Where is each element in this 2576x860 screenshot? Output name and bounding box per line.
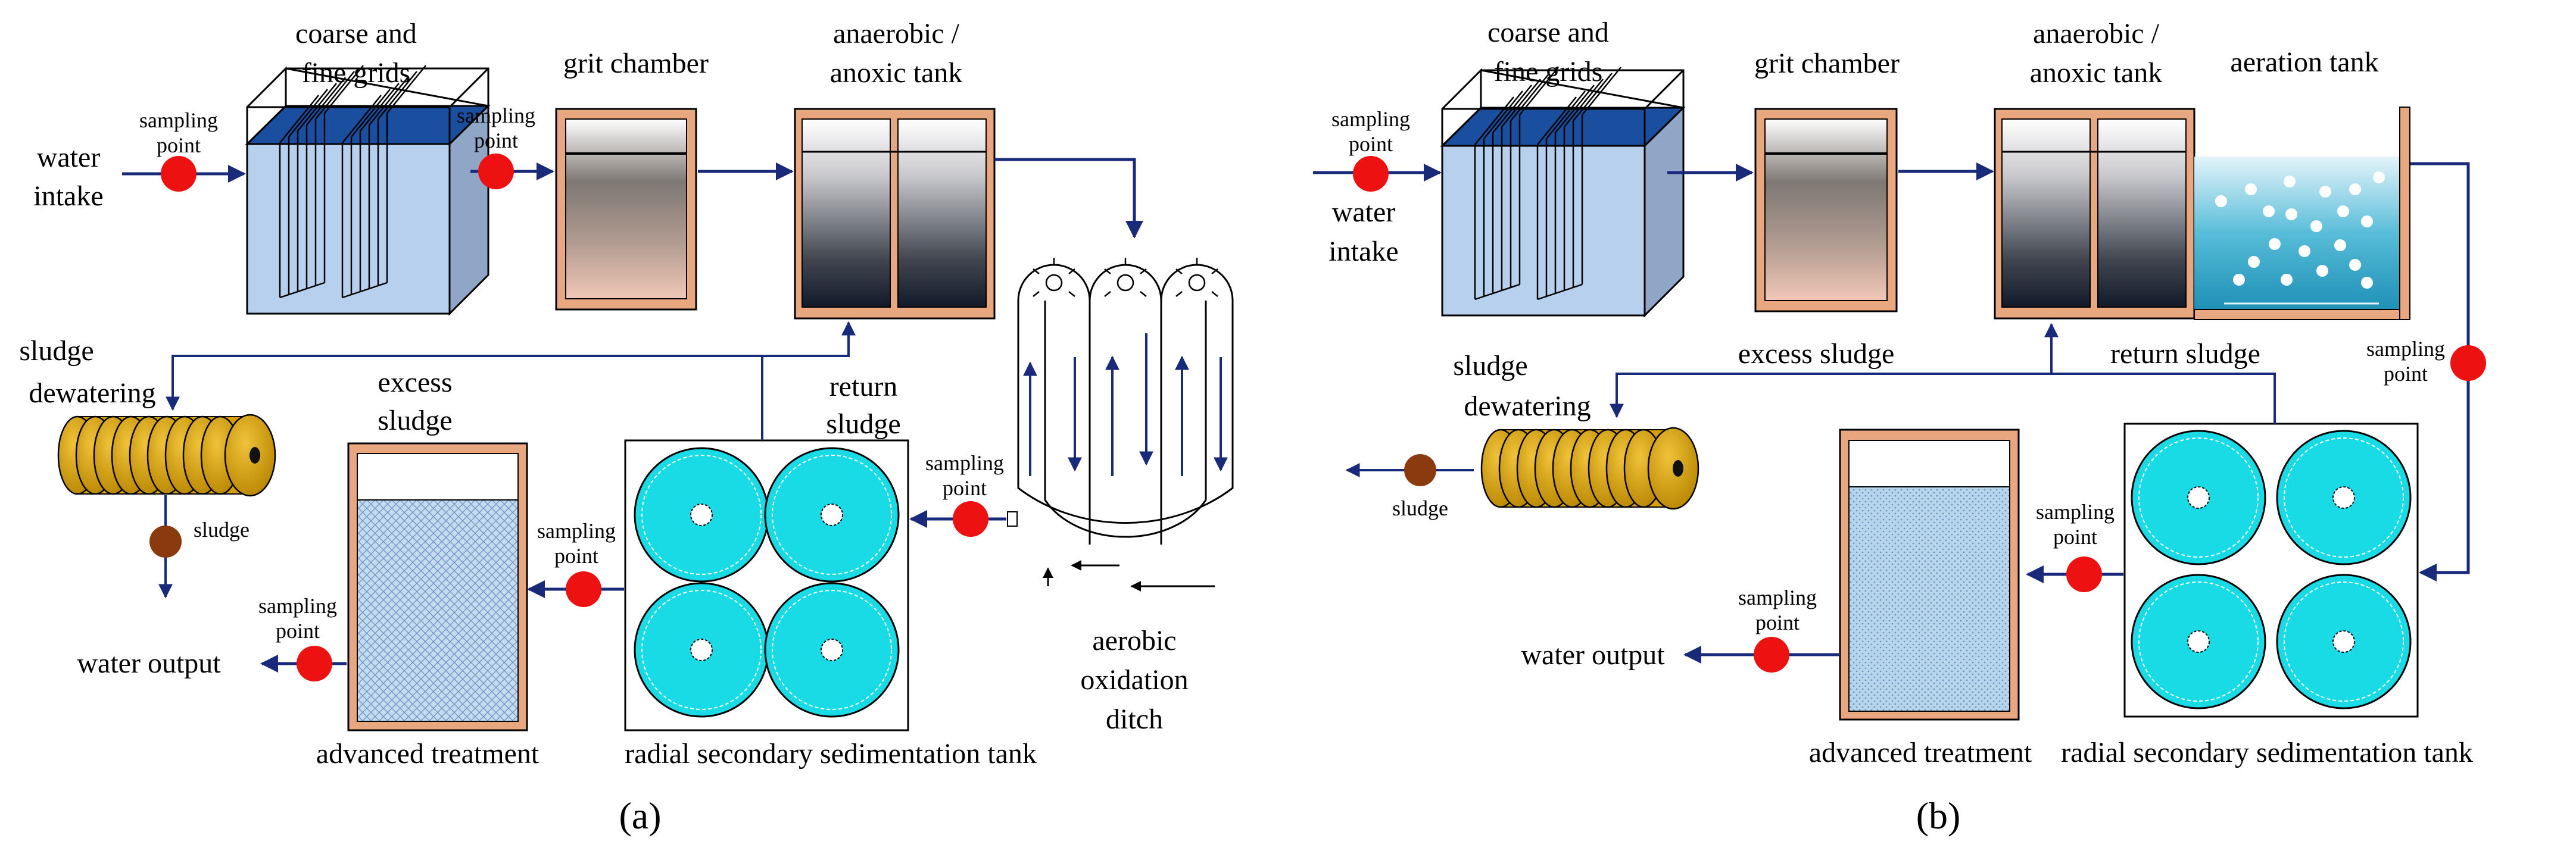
sludge-label: sludge <box>194 518 250 542</box>
ditch-flow-arrows <box>1023 333 1228 592</box>
sludge-output-dot <box>1404 454 1436 486</box>
water-intake-label: intake <box>33 180 103 212</box>
sludge-dewatering-label: dewatering <box>1464 390 1590 422</box>
sludge-dewatering-label: dewatering <box>29 377 155 409</box>
sampling-point-label: point <box>276 619 320 643</box>
excess-sludge-line <box>1610 373 2051 418</box>
sampling-point-label: sampling <box>925 451 1004 475</box>
sampling-point-marker <box>2450 345 2486 381</box>
sampling-point-marker <box>297 646 332 681</box>
clarifier-circles <box>634 447 900 718</box>
sampling-point-label: point <box>554 544 598 568</box>
sampling-point-marker <box>478 154 514 189</box>
excess-sludge-label: excess <box>378 367 452 398</box>
grids-label: fine grids <box>1494 56 1603 87</box>
sampling-point-label: sampling <box>1738 586 1817 609</box>
return-sludge-label: return sludge <box>2110 338 2260 370</box>
panel-a: water intake sampling point <box>19 18 1234 837</box>
oxidation-ditch <box>1017 264 1234 545</box>
sampling-point-marker <box>2066 556 2102 592</box>
anoxic-tank-label: anoxic tank <box>2030 57 2163 89</box>
sampling-point-label: point <box>1755 611 1800 634</box>
excess-sludge-label: sludge <box>378 405 452 436</box>
sampling-point-label: point <box>2053 525 2097 549</box>
radial-tank-label: radial secondary sedimentation tank <box>2061 737 2473 768</box>
anoxic-to-ditch-arrow <box>994 158 1143 239</box>
sampling-point-label: sampling <box>1331 107 1410 131</box>
water-output-label: water output <box>1521 639 1665 671</box>
water-intake-label: water <box>1332 196 1396 228</box>
anoxic-tank <box>794 108 996 320</box>
sampling-point-label: sampling <box>2036 500 2115 524</box>
sampling-point-label: point <box>943 476 987 500</box>
anoxic-tank-label: anoxic tank <box>830 57 963 89</box>
return-sludge-label: return <box>829 371 898 402</box>
sampling-point-label: sampling <box>457 104 535 127</box>
panel-a-caption: (a) <box>619 795 661 837</box>
radial-tank-label: radial secondary sedimentation tank <box>625 738 1037 770</box>
sampling-point-label: sampling <box>139 108 218 132</box>
grids-label: coarse and <box>295 18 417 49</box>
sampling-point-label: point <box>157 133 201 157</box>
return-sludge-label: sludge <box>826 408 900 440</box>
grit-chamber-label: grit chamber <box>563 48 709 79</box>
ditch-label: oxidation <box>1080 664 1188 696</box>
sampling-point-label: point <box>474 129 518 152</box>
water-intake-label: water <box>37 142 101 173</box>
aerator-icons <box>1033 258 1218 297</box>
grids-label: fine grids <box>302 57 411 89</box>
sampling-point-label: sampling <box>537 519 616 543</box>
sludge-dewatering-label: sludge <box>1453 350 1527 381</box>
sampling-point-marker <box>1754 637 1789 673</box>
anoxic-tank-label: anaerobic / <box>833 18 960 49</box>
aeration-tank-label: aeration tank <box>2230 46 2378 78</box>
sampling-point-marker <box>953 501 988 537</box>
sampling-point-marker <box>566 571 601 607</box>
sampling-point-label: point <box>1349 132 1393 156</box>
sampling-point-label: sampling <box>258 594 337 618</box>
grids-label: coarse and <box>1487 17 1609 48</box>
dewatering-roller <box>57 414 276 497</box>
anoxic-tank <box>1994 108 2195 320</box>
sampling-point-marker <box>161 156 197 192</box>
water-output-label: water output <box>77 648 221 679</box>
dewatering-roller <box>1480 427 1699 510</box>
grids-chamber <box>245 65 491 316</box>
excess-sludge-label: excess sludge <box>1738 338 1895 370</box>
sampling-point-marker <box>1353 156 1389 192</box>
panel-b-caption: (b) <box>1916 795 1961 837</box>
advanced-treatment-label: advanced treatment <box>316 738 539 770</box>
water-intake-label: intake <box>1328 236 1398 267</box>
sludge-label: sludge <box>1392 496 1448 520</box>
return-sludge-line <box>2044 323 2276 424</box>
clarifier-circles <box>2131 430 2412 709</box>
excess-sludge-line <box>166 355 849 411</box>
advanced-treatment-label: advanced treatment <box>1809 737 2032 768</box>
sludge-output-dot <box>149 526 182 558</box>
sampling-point-label: sampling <box>2366 337 2445 361</box>
sampling-point-label: point <box>2384 362 2428 386</box>
anoxic-tank-label: anaerobic / <box>2033 18 2160 49</box>
ditch-label: aerobic <box>1092 625 1176 656</box>
ditch-label: ditch <box>1106 703 1163 735</box>
grids-chamber <box>1440 67 1686 318</box>
panel-b: sampling point water intake <box>1313 17 2486 837</box>
aeration-tank <box>2194 107 2410 320</box>
sludge-dewatering-label: sludge <box>19 335 93 367</box>
grit-chamber-label: grit chamber <box>1754 48 1900 79</box>
